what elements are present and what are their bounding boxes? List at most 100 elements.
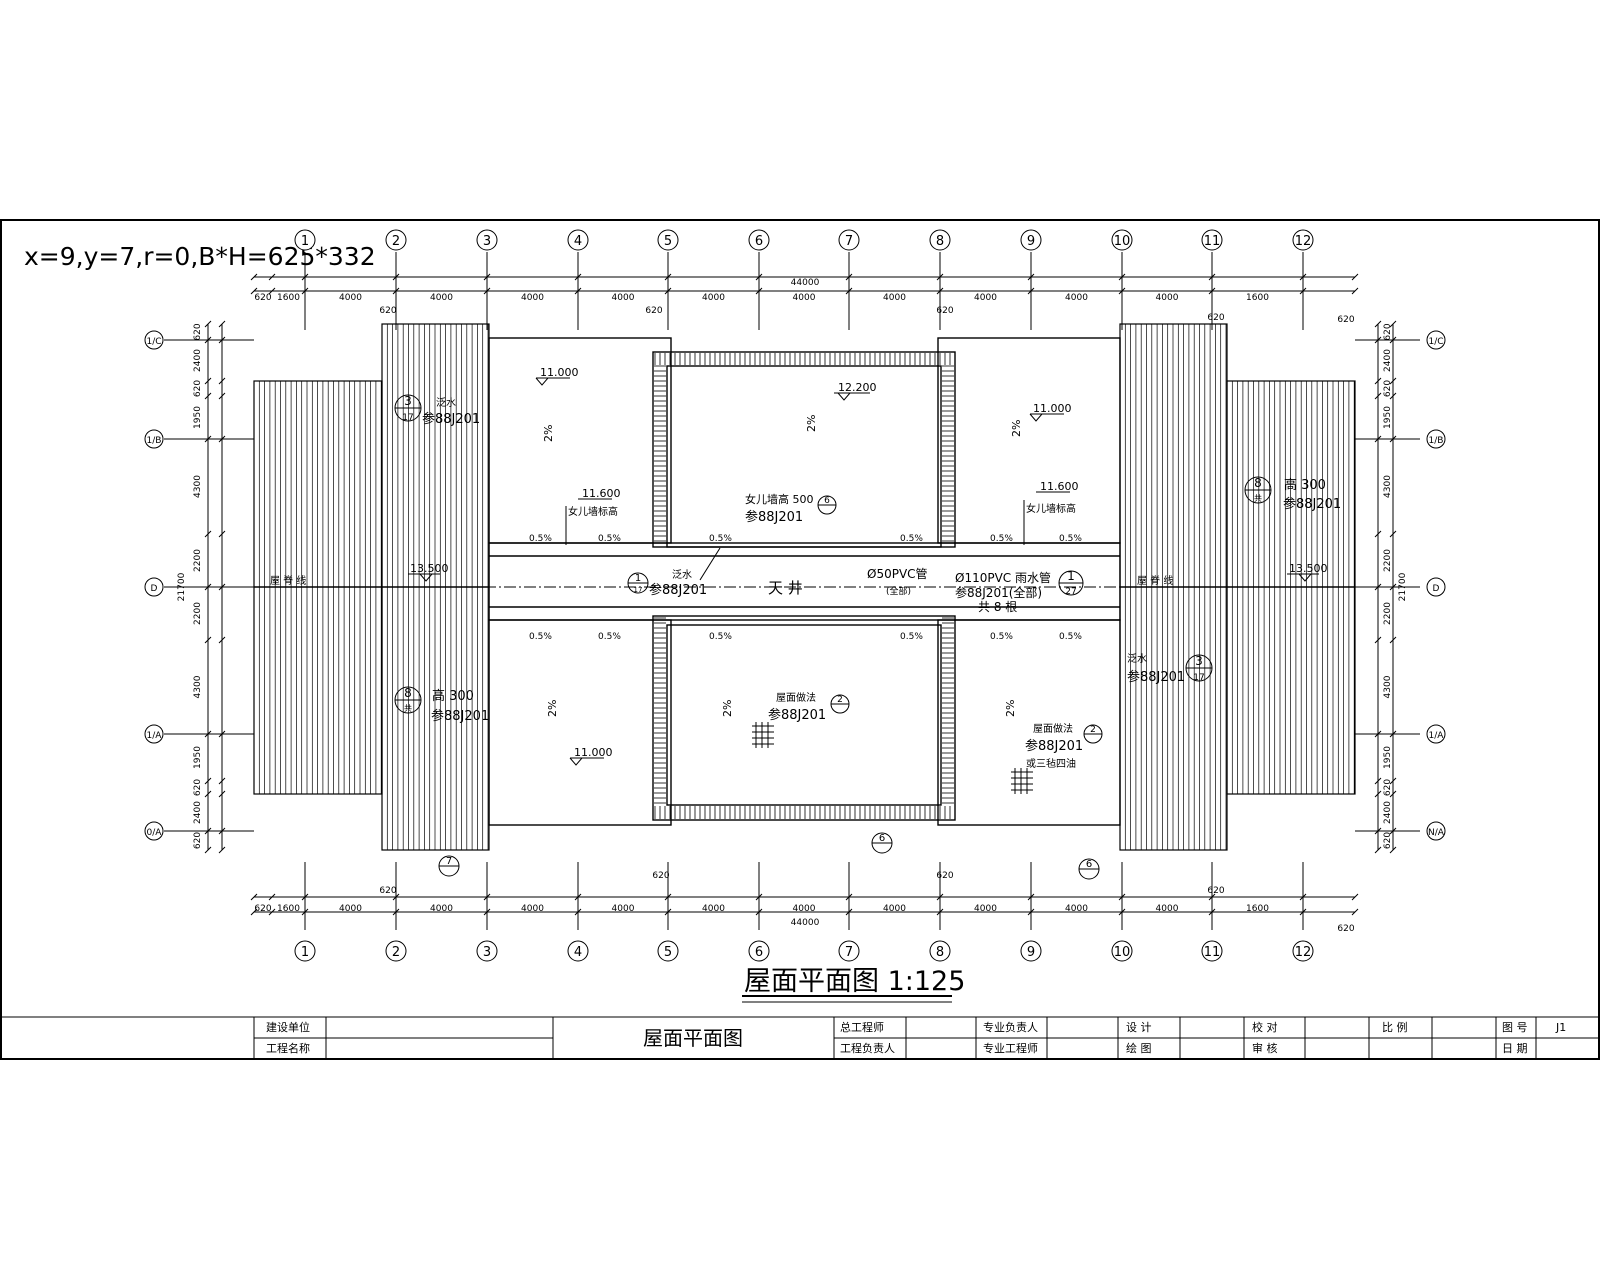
axis-bubble-col bbox=[1020, 940, 1042, 962]
roof-ref-1: 参88J201 bbox=[768, 707, 826, 723]
axis-label-col: 5 bbox=[664, 945, 672, 960]
axis-label-row: 0/A bbox=[147, 828, 163, 838]
slope-2: 2% bbox=[721, 700, 734, 717]
dim-tick bbox=[483, 893, 491, 901]
dim-tick bbox=[1374, 320, 1382, 328]
dim-tick bbox=[301, 908, 309, 916]
axis-bubble-col bbox=[1201, 229, 1223, 251]
dim-tick bbox=[1389, 730, 1397, 738]
dim-seg-side: 4300 bbox=[1383, 475, 1393, 498]
dim-tick bbox=[1351, 893, 1359, 901]
axis-bubble-row bbox=[1426, 724, 1446, 744]
dim-seg-top: 4000 bbox=[883, 293, 906, 303]
pvc110-ref: 参88J201(全部) bbox=[955, 585, 1042, 600]
fanshui-lr: 泛水 bbox=[1127, 653, 1147, 665]
dim-tick bbox=[845, 908, 853, 916]
axis-bubble-row bbox=[144, 724, 164, 744]
dim-tick bbox=[1299, 908, 1307, 916]
dim-tick bbox=[1027, 893, 1035, 901]
slope-2: 2% bbox=[542, 425, 555, 442]
axis-label-col: 8 bbox=[936, 234, 944, 249]
svg-text:8: 8 bbox=[1254, 476, 1262, 490]
dimension-texts: 4400044000620620160016004000400040004000… bbox=[177, 278, 1408, 934]
dim-tick bbox=[1374, 846, 1382, 854]
header-note: x=9,y=7,r=0,B*H=625*332 bbox=[24, 242, 376, 271]
roof-ref-2: 参88J201 bbox=[1025, 738, 1083, 754]
tb-sheet-title: 屋面平面图 bbox=[643, 1026, 743, 1050]
drain-symbols bbox=[752, 722, 1033, 794]
dim-offset: 620 bbox=[1207, 886, 1224, 896]
elev-center: 12.200 bbox=[838, 381, 877, 394]
axis-bubble-col bbox=[1292, 229, 1314, 251]
dim-tick bbox=[250, 908, 258, 916]
dim-tick bbox=[936, 273, 944, 281]
dim-tick bbox=[218, 790, 226, 798]
dim-tick bbox=[1351, 273, 1359, 281]
svg-text:3: 3 bbox=[404, 394, 412, 408]
dim-total-side: 21700 bbox=[177, 572, 187, 601]
dim-seg-top: 4000 bbox=[974, 293, 997, 303]
dim-tick bbox=[218, 392, 226, 400]
axis-bubble-col bbox=[657, 229, 679, 251]
dim-tick bbox=[392, 287, 400, 295]
tb-discipline-leader: 专业负责人 bbox=[983, 1020, 1038, 1034]
dim-seg-top: 1600 bbox=[277, 293, 300, 303]
ref-88j201-center: 参88J201 bbox=[745, 509, 803, 525]
dim-tick bbox=[1299, 273, 1307, 281]
center-upper-inner bbox=[666, 365, 942, 548]
middle-roof-blocks bbox=[488, 337, 1121, 826]
dim-offset: 620 bbox=[652, 871, 669, 881]
dim-tick bbox=[1027, 287, 1035, 295]
roof-method-2: 屋面做法 bbox=[1033, 722, 1073, 735]
dim-tick bbox=[204, 777, 212, 785]
dim-tick bbox=[1374, 827, 1382, 835]
slope-05: 0.5% bbox=[529, 534, 552, 544]
dim-offset: 620 bbox=[1207, 313, 1224, 323]
tb-drawing: 绘 图 bbox=[1126, 1041, 1152, 1055]
dim-seg-top: 4000 bbox=[702, 293, 725, 303]
dim-tick bbox=[204, 336, 212, 344]
axis-bubble-col bbox=[1201, 940, 1223, 962]
dim-tick bbox=[1351, 908, 1359, 916]
axis-label-col: 1 bbox=[301, 945, 309, 960]
ref-ul: 参88J201 bbox=[422, 411, 480, 427]
axis-label-col: 11 bbox=[1204, 234, 1221, 249]
dim-tick bbox=[301, 273, 309, 281]
dim-tick bbox=[664, 893, 672, 901]
axis-bubble-col bbox=[657, 940, 679, 962]
axis-bubble-col bbox=[294, 940, 316, 962]
dim-tick bbox=[250, 287, 258, 295]
slope-05: 0.5% bbox=[529, 632, 552, 642]
dim-tick bbox=[204, 377, 212, 385]
fanshui-ul: 泛水 bbox=[436, 397, 456, 409]
sheet-border bbox=[0, 219, 1600, 1060]
axis-bubble-row bbox=[144, 330, 164, 350]
dim-offset: 620 bbox=[645, 306, 662, 316]
dim-tick bbox=[1389, 583, 1397, 591]
elev-ridge-l: 13.500 bbox=[410, 562, 449, 575]
dim-seg-side: 620 bbox=[1383, 779, 1393, 796]
slope-2: 2% bbox=[1010, 420, 1023, 437]
pvc110: Ø110PVC 雨水管 bbox=[955, 570, 1051, 585]
dim-tick bbox=[664, 273, 672, 281]
dim-tick bbox=[1027, 908, 1035, 916]
dim-seg-bottom: 4000 bbox=[702, 904, 725, 914]
axis-bubble-col bbox=[1292, 940, 1314, 962]
dim-tick bbox=[1389, 790, 1397, 798]
dim-seg-bottom: 4000 bbox=[521, 904, 544, 914]
dim-tick bbox=[574, 273, 582, 281]
axis-bubble-col bbox=[748, 229, 770, 251]
axis-label-row: D bbox=[1433, 584, 1440, 594]
axis-label-col: 6 bbox=[755, 234, 763, 249]
axis-bubble-row bbox=[144, 821, 164, 841]
pvc50: Ø50PVC管 bbox=[867, 566, 928, 581]
dim-tick bbox=[845, 273, 853, 281]
dim-tick bbox=[1299, 893, 1307, 901]
tb-construction-unit: 建设单位 bbox=[266, 1020, 310, 1034]
dim-seg-side: 2200 bbox=[193, 602, 203, 625]
dim-tick bbox=[392, 893, 400, 901]
gao300-r: 高 300 bbox=[1284, 477, 1326, 493]
svg-text:17: 17 bbox=[634, 586, 643, 594]
dim-tick bbox=[204, 846, 212, 854]
